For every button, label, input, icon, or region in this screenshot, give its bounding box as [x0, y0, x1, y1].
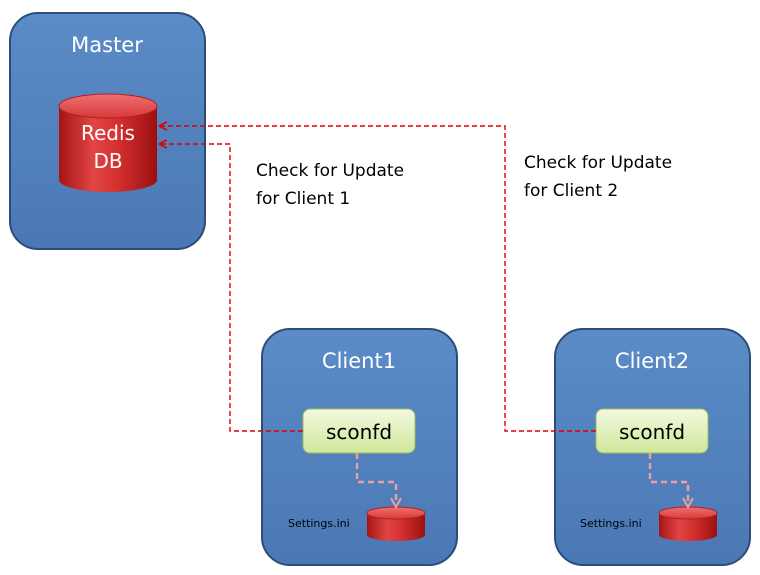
client2-title: Client2: [615, 349, 689, 373]
client1-process-label: sconfd: [326, 420, 392, 444]
client2-settings-label: Settings.ini: [580, 517, 642, 530]
client1-title: Client1: [322, 349, 396, 373]
client2-write-arrow: [648, 453, 688, 503]
client2-sconfd-process: sconfd: [595, 408, 709, 454]
client1-check-label-line2: for Client 1: [256, 189, 350, 209]
client1-check-label-line1: Check for Update: [256, 161, 404, 181]
client1-write-arrow: [355, 453, 396, 503]
client2-check-label-line2: for Client 2: [524, 181, 618, 201]
client2-process-label: sconfd: [619, 420, 685, 444]
redis-db-icon: Redis DB: [58, 93, 158, 192]
client2-check-arrow: [158, 121, 596, 432]
client1-settings-db-icon: [366, 506, 426, 541]
redis-db-label-line2: DB: [93, 149, 122, 173]
redis-db-label-line1: Redis: [81, 121, 135, 145]
client1-settings-label: Settings.ini: [288, 517, 350, 530]
master-title: Master: [71, 33, 143, 57]
client2-settings-db-icon: [658, 506, 718, 541]
client2-check-label-line1: Check for Update: [524, 153, 672, 173]
client1-check-arrow: [158, 139, 303, 432]
client1-sconfd-process: sconfd: [302, 408, 416, 454]
